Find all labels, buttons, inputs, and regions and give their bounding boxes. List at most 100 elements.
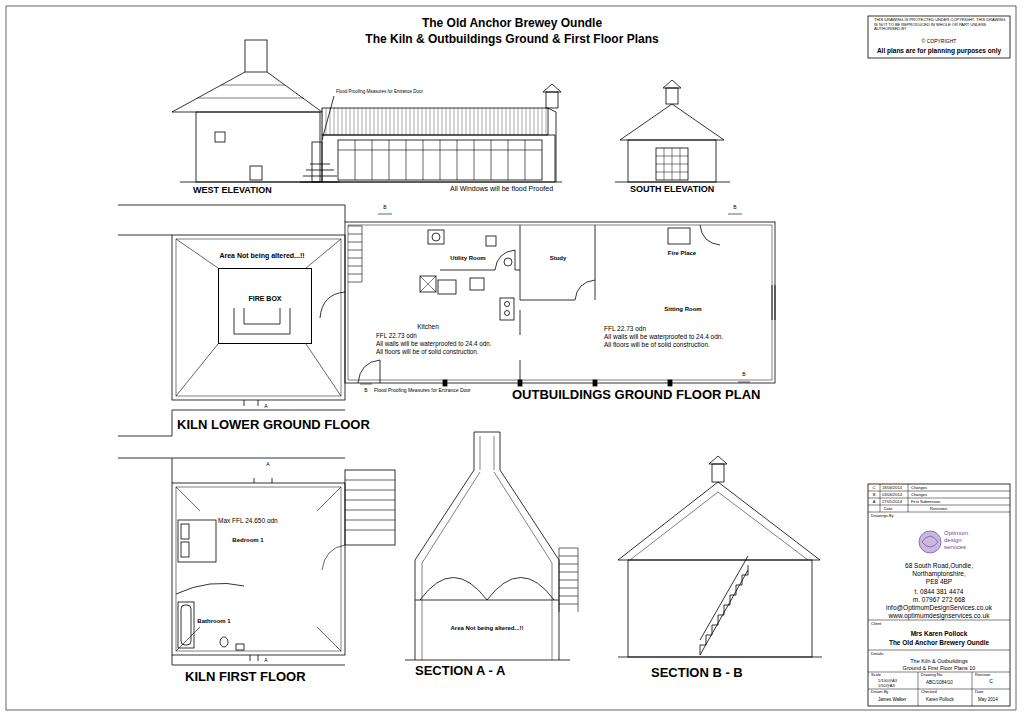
drawing-path [922, 536, 938, 547]
drawing-label: info@OptimumDesignServices.co.uk [886, 604, 992, 611]
drawing-rect [178, 602, 194, 648]
drawing-path [118, 205, 345, 235]
drawing-label: B [742, 372, 745, 378]
drawing-path [520, 225, 595, 380]
drawing-label: Details [871, 652, 883, 657]
drawing-label: 03/06/2014 [882, 493, 902, 498]
drawing-path [422, 436, 552, 660]
drawing-label: 27/05/2014 [882, 500, 902, 505]
drawing-circle [432, 233, 440, 241]
drawing-label: OUTBUILDINGS GROUND FLOOR PLAN [512, 388, 760, 403]
drawing-rect [250, 166, 262, 180]
drawing-label: Sitting Room [664, 306, 701, 313]
drawing-rect [628, 560, 812, 657]
drawing-rect [176, 239, 341, 396]
drawing-rect [172, 235, 345, 400]
drawing-path [420, 276, 436, 292]
drawing-label: ABC/1084/10 [926, 680, 953, 685]
drawing-g [6, 6, 1016, 710]
drawing-rect [345, 470, 395, 545]
drawing-path [348, 226, 362, 282]
drawing-label: t. 0844 381 4474 [915, 588, 964, 595]
drawing-label: C [989, 679, 993, 685]
drawing-ellipse [220, 637, 228, 647]
drawing-rect [420, 276, 436, 292]
drawing-label: Study [550, 255, 567, 262]
drawing-label: May 2014 [978, 697, 998, 702]
drawing-label: The Kiln & Outbuildings Ground & First F… [365, 33, 658, 47]
drawing-path [358, 225, 775, 383]
drawing-path [415, 432, 559, 660]
drawing-label: All floors will be of solid construction… [376, 348, 479, 355]
drawing-circle [505, 311, 510, 316]
drawing-label: All plans are for planning purposes only [877, 47, 1001, 54]
drawing-label: WEST ELEVATION [193, 185, 272, 195]
drawing-path [197, 85, 303, 98]
drawing-label: Flood Proofing Measures for Entrance Doo… [336, 89, 423, 94]
drawing-label: All Windows will be flood Proofed [450, 185, 553, 193]
drawing-rect [668, 380, 672, 386]
drawing-polygon [620, 104, 724, 140]
drawing-rect [172, 483, 345, 655]
drawing-label: 18/06/2014 [882, 486, 902, 491]
drawing-polygon [543, 84, 561, 92]
drawing-rect [428, 230, 444, 244]
drawing-label: Scale [871, 673, 881, 678]
drawing-rect [666, 88, 678, 104]
drawing-rect [593, 380, 597, 386]
drawing-rect [322, 108, 548, 135]
drawing-label: James Walker [878, 697, 906, 702]
drawing-rect [196, 112, 320, 182]
drawing-label: SOUTH ELEVATION [630, 184, 714, 194]
drawing-label: B [733, 205, 736, 211]
drawing-rect [486, 236, 496, 246]
drawing-label: A [266, 462, 269, 468]
drawing-path [234, 308, 290, 334]
drawing-path [338, 140, 542, 180]
drawing-label: Fire Place [668, 250, 696, 257]
drawing-rect [322, 135, 555, 182]
drawing-label: Drawn By [871, 690, 888, 695]
drawing-label: Karen Pollock [926, 697, 954, 702]
drawing-label: Client [871, 622, 881, 627]
drawing-label: First Submission [911, 500, 941, 505]
drawing-rect [215, 132, 225, 142]
drawing-rect [518, 380, 522, 386]
drawing-label: KILN FIRST FLOOR [185, 670, 306, 685]
drawing-label: Flood Proofing Measures for Entrance Doo… [374, 388, 471, 394]
drawing-path [405, 578, 570, 661]
drawing-label: www.optimumdesignservices.co.uk [889, 612, 990, 619]
node-text: FIRE BOX [219, 295, 311, 303]
drawing-label: Ground & First Floor Plans 10 [903, 665, 976, 671]
drawing-label: All walls will be waterproofed to 24.4 o… [604, 333, 723, 340]
drawing-label: Changes [911, 493, 927, 498]
drawing-path [118, 458, 345, 483]
drawing-rect [348, 225, 772, 380]
drawing-label: FFL 22.73 odn [376, 332, 417, 339]
drawing-label: Bedroom 1 [232, 537, 263, 544]
drawing-path [176, 583, 244, 594]
drawing-label: The Old Anchor Brewery Oundle [889, 639, 989, 646]
drawing-label: All floors will be of solid construction… [604, 341, 710, 348]
drawing-label: KILN LOWER GROUND FLOOR [177, 418, 370, 433]
drawing-label: 1/50@A3 [878, 684, 895, 689]
drawing-rect [656, 148, 688, 180]
drawing-rect [245, 40, 267, 74]
drawing-rect [181, 542, 189, 557]
drawing-rect [178, 520, 216, 562]
drawing-label: Drawings By [871, 514, 893, 519]
drawing-label: © COPYRIGHT [922, 39, 957, 45]
drawing-rect [181, 605, 191, 645]
fire-box: FIRE BOX [218, 268, 312, 344]
drawing-label: Date [884, 507, 892, 512]
drawing-label: B [873, 493, 876, 498]
drawing-label: Checked [921, 690, 937, 695]
drawing-rect [546, 92, 558, 108]
drawing-circle [919, 531, 941, 553]
drawing-label: Utility Room [450, 255, 485, 262]
drawing-polygon [663, 80, 681, 88]
drawing-rect [176, 487, 341, 651]
drawing-circle [505, 302, 510, 307]
drawing-label: Changes [911, 486, 927, 491]
